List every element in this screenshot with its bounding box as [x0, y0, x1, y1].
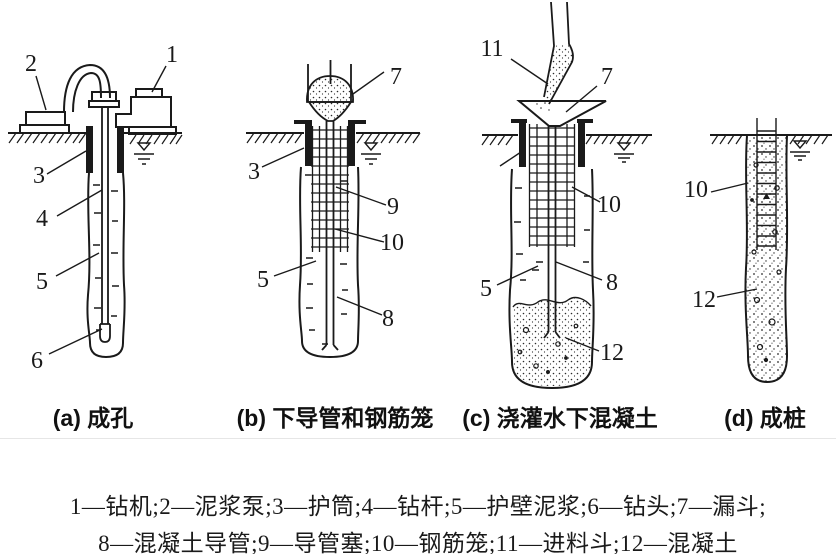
callout-8: 8 [382, 306, 394, 332]
leader-lines-a [35, 65, 167, 355]
aggregate [517, 323, 579, 375]
callout-1: 1 [166, 42, 178, 68]
callout-5: 5 [257, 267, 269, 293]
funnel [516, 100, 607, 127]
callout-6: 6 [31, 348, 43, 374]
callout-2: 2 [25, 51, 37, 77]
callout-4: 4 [36, 206, 48, 232]
ground-hatch [711, 134, 829, 145]
caption-d: (d) 成桩 [724, 405, 806, 431]
slurry-dashes-a [93, 184, 119, 331]
leader-lines-c [496, 58, 603, 352]
figure-divider [0, 438, 836, 439]
casing-left [305, 124, 312, 166]
callout-7: 7 [390, 64, 402, 90]
leader-lines-d [710, 182, 758, 298]
callout-10: 10 [380, 230, 404, 256]
water-level-icon [614, 142, 634, 163]
water-level-icon [790, 140, 810, 161]
pile-concrete [745, 136, 788, 382]
callout-10: 10 [684, 177, 708, 203]
callout-5: 5 [36, 269, 48, 295]
caption-a: (a) 成孔 [52, 405, 134, 431]
caption-b: (b) 下导管和钢筋笼 [236, 405, 434, 431]
slurry-dashes-c [514, 187, 590, 281]
callout-9: 9 [387, 194, 399, 220]
rebar-cage [756, 118, 777, 250]
rebar-cage [528, 124, 576, 247]
leader-lines-b [261, 71, 387, 316]
slurry-dashes-b [305, 174, 348, 345]
casing-right [348, 124, 355, 166]
ground-hatch [8, 132, 183, 145]
callout-8: 8 [606, 270, 618, 296]
underwater-concrete [512, 296, 592, 386]
casing-right [578, 123, 585, 167]
pile-construction-diagram: 2 1 3 4 5 6 [8, 1, 832, 390]
feed-hopper [536, 1, 574, 111]
callout-7: 7 [601, 64, 613, 90]
caption-c: (c) 浇灌水下混凝土 [462, 405, 658, 431]
aggregate [750, 162, 782, 363]
casing-left [86, 126, 93, 173]
drilling-rig [115, 88, 177, 135]
concrete-conduit [543, 126, 561, 339]
callout-3: 3 [248, 159, 260, 185]
callout-12: 12 [692, 287, 716, 313]
spill-dots [536, 102, 550, 111]
legend-line-1: 1—钻机;2—泥浆泵;3—护筒;4—钻杆;5—护壁泥浆;6—钻头;7—漏斗; [69, 494, 767, 519]
casing-left [519, 123, 526, 167]
ground-hatch [246, 132, 421, 144]
callout-11: 11 [480, 36, 503, 62]
casing-right [117, 126, 124, 173]
concrete-conduit [321, 121, 339, 351]
funnel [306, 60, 354, 122]
legend-line-2: 8—混凝土导管;9—导管塞;10—钢筋笼;11—进料斗;12—混凝土 [98, 531, 738, 554]
drill-rod [99, 107, 111, 343]
panel-c-drawing: 11 7 10 8 5 12 [480, 1, 652, 390]
panel-b-drawing: 7 3 9 10 5 8 [246, 60, 421, 359]
mud-pump [19, 63, 120, 134]
panel-d-drawing: 10 12 [684, 118, 832, 384]
callout-10: 10 [597, 192, 621, 218]
rebar-cage [311, 126, 349, 252]
panel-a-drawing: 2 1 3 4 5 6 [8, 42, 183, 374]
callout-12: 12 [600, 340, 624, 366]
ground-hatch [481, 134, 649, 146]
callout-3: 3 [33, 163, 45, 189]
callout-5: 5 [480, 276, 492, 302]
water-level-icon [361, 142, 381, 165]
water-level-icon [134, 142, 154, 165]
